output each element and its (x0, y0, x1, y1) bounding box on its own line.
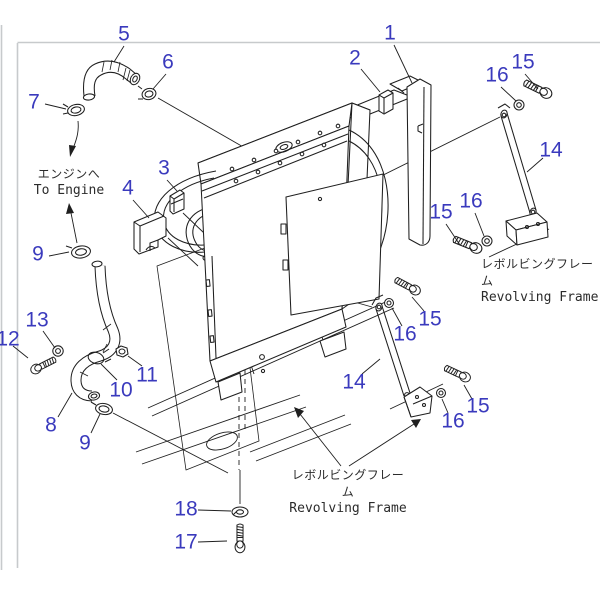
part-14-upper-strut-drawing (497, 103, 537, 217)
callout-17: 17 (174, 530, 198, 554)
bolt-15-lower-right-drawing (442, 362, 473, 385)
annotation-arrows (66, 120, 421, 467)
callout-14-lower: 14 (342, 370, 366, 394)
callout-7: 7 (28, 90, 40, 114)
part-6-clamp-drawing (137, 85, 157, 101)
callout-15-lower-left: 15 (418, 307, 442, 331)
part-2-block-drawing (378, 89, 394, 115)
part-17-bolt-drawing (234, 523, 246, 554)
radiator-assembly-drawing (153, 75, 423, 401)
callout-9-lower: 9 (79, 431, 91, 455)
revolving-frame-lower-jp: レボルビングフレーム (291, 468, 405, 499)
callout-15-lower-right: 15 (466, 394, 490, 418)
washer-16-mid-right-drawing (481, 235, 493, 247)
to-engine-en: To Engine (33, 183, 105, 198)
part-3-pad-drawing (169, 189, 185, 215)
annotation-revolving-frame-lower: レボルビングフレーム Revolving Frame (288, 466, 408, 516)
part-14-lower-strut-drawing (371, 294, 411, 398)
callout-18: 18 (174, 497, 198, 521)
part-18-washer-drawing (231, 506, 249, 518)
callout-1: 1 (384, 21, 396, 45)
part-13-washer-drawing (52, 345, 64, 357)
to-engine-jp: エンジンへ (37, 167, 101, 181)
washer-16-top-right-drawing (513, 99, 525, 111)
callout-16-top-right: 16 (485, 63, 509, 87)
part-5-hose-drawing (82, 59, 141, 101)
callout-16-lower-right: 16 (441, 409, 465, 433)
tank-bolt-dots (229, 123, 341, 184)
part-4-pad-drawing (133, 211, 167, 255)
callout-2: 2 (349, 46, 361, 70)
callout-16-mid-right: 16 (459, 189, 483, 213)
annotation-to-engine: エンジンへ To Engine (31, 165, 107, 198)
callout-leader-lines (12, 44, 544, 543)
callout-14-upper: 14 (539, 138, 563, 162)
revolving-frame-upper-en: Revolving Frame (481, 290, 599, 305)
revolving-frame-upper-jp: レボルビングフレーム (481, 257, 594, 288)
part-7-clamp-drawing (62, 103, 85, 117)
washer-16-lower-left-drawing (383, 297, 395, 309)
callout-11: 11 (136, 363, 158, 387)
callout-10: 10 (109, 378, 133, 402)
part-1-plate-drawing (406, 78, 432, 246)
part-10-clamp-drawing (87, 348, 112, 365)
part-12-bolt-drawing (28, 354, 59, 377)
bolt-15-lower-left-drawing (392, 274, 423, 298)
callout-16-lower-left: 16 (393, 322, 417, 346)
revolving-frame-lower-en: Revolving Frame (289, 501, 407, 516)
callout-3: 3 (158, 156, 170, 180)
bolt-15-mid-right-drawing (451, 233, 485, 256)
part-8-hose-drawing (70, 260, 121, 402)
callout-13: 13 (25, 308, 49, 332)
upper-bracket-drawing (505, 212, 549, 246)
callout-6: 6 (162, 50, 174, 74)
annotation-revolving-frame-upper: レボルビングフレーム Revolving Frame (481, 255, 599, 305)
lower-bracket-drawing (403, 386, 433, 418)
callout-8: 8 (45, 413, 57, 437)
part-9-upper-clamp-drawing (65, 245, 91, 259)
callout-4: 4 (122, 176, 134, 200)
callout-9-upper: 9 (32, 242, 44, 266)
page-border-lines (0, 25, 600, 570)
callout-15-top-right: 15 (511, 50, 535, 74)
part-9-lower-clamp-drawing (90, 401, 113, 416)
part-11-nut-drawing (115, 345, 129, 358)
callout-12: 12 (0, 327, 20, 351)
callout-15-mid-right: 15 (429, 200, 453, 224)
washer-16-lower-right-drawing (435, 387, 447, 399)
callout-5: 5 (118, 22, 130, 46)
